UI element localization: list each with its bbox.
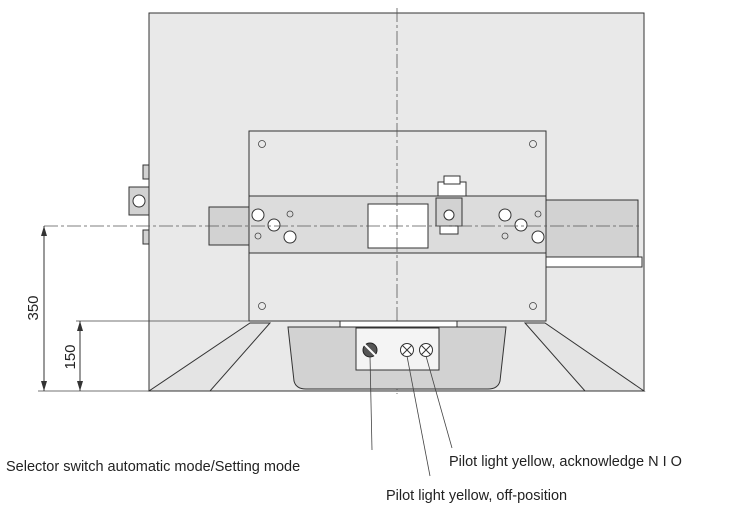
valve-base bbox=[439, 225, 459, 235]
dimension-350 bbox=[38, 226, 149, 392]
right-leg bbox=[523, 322, 646, 392]
right-motor-block bbox=[545, 199, 639, 258]
valve-cap bbox=[443, 175, 461, 185]
dimension-150 bbox=[76, 320, 249, 391]
control-box-top bbox=[339, 320, 458, 328]
dimension-350-label: 350 bbox=[25, 295, 42, 320]
rail-holes-left bbox=[251, 208, 297, 244]
plate-fasteners bbox=[258, 140, 537, 310]
valve-port bbox=[443, 209, 455, 221]
dimension-150-label: 150 bbox=[62, 344, 79, 369]
selector-switch-callout: Selector switch automatic mode/Setting m… bbox=[6, 459, 300, 475]
pilot-ack-leader bbox=[425, 355, 453, 449]
pilot-ack-callout: Pilot light yellow, acknowledge N I O bbox=[449, 454, 682, 470]
left-bracket-bottom bbox=[142, 229, 150, 245]
left-connector-bolt bbox=[132, 194, 146, 208]
rail-holes-right bbox=[498, 208, 545, 244]
pilot-light-off bbox=[400, 343, 414, 357]
selector-switch-leader bbox=[369, 355, 373, 451]
pilot-light-ack bbox=[419, 343, 433, 357]
left-bracket-top bbox=[142, 164, 150, 180]
pilot-off-leader bbox=[406, 355, 431, 477]
left-leg bbox=[147, 322, 272, 392]
selector-switch bbox=[362, 342, 378, 358]
right-motor-base bbox=[545, 256, 643, 268]
pilot-off-callout: Pilot light yellow, off-position bbox=[386, 488, 567, 504]
